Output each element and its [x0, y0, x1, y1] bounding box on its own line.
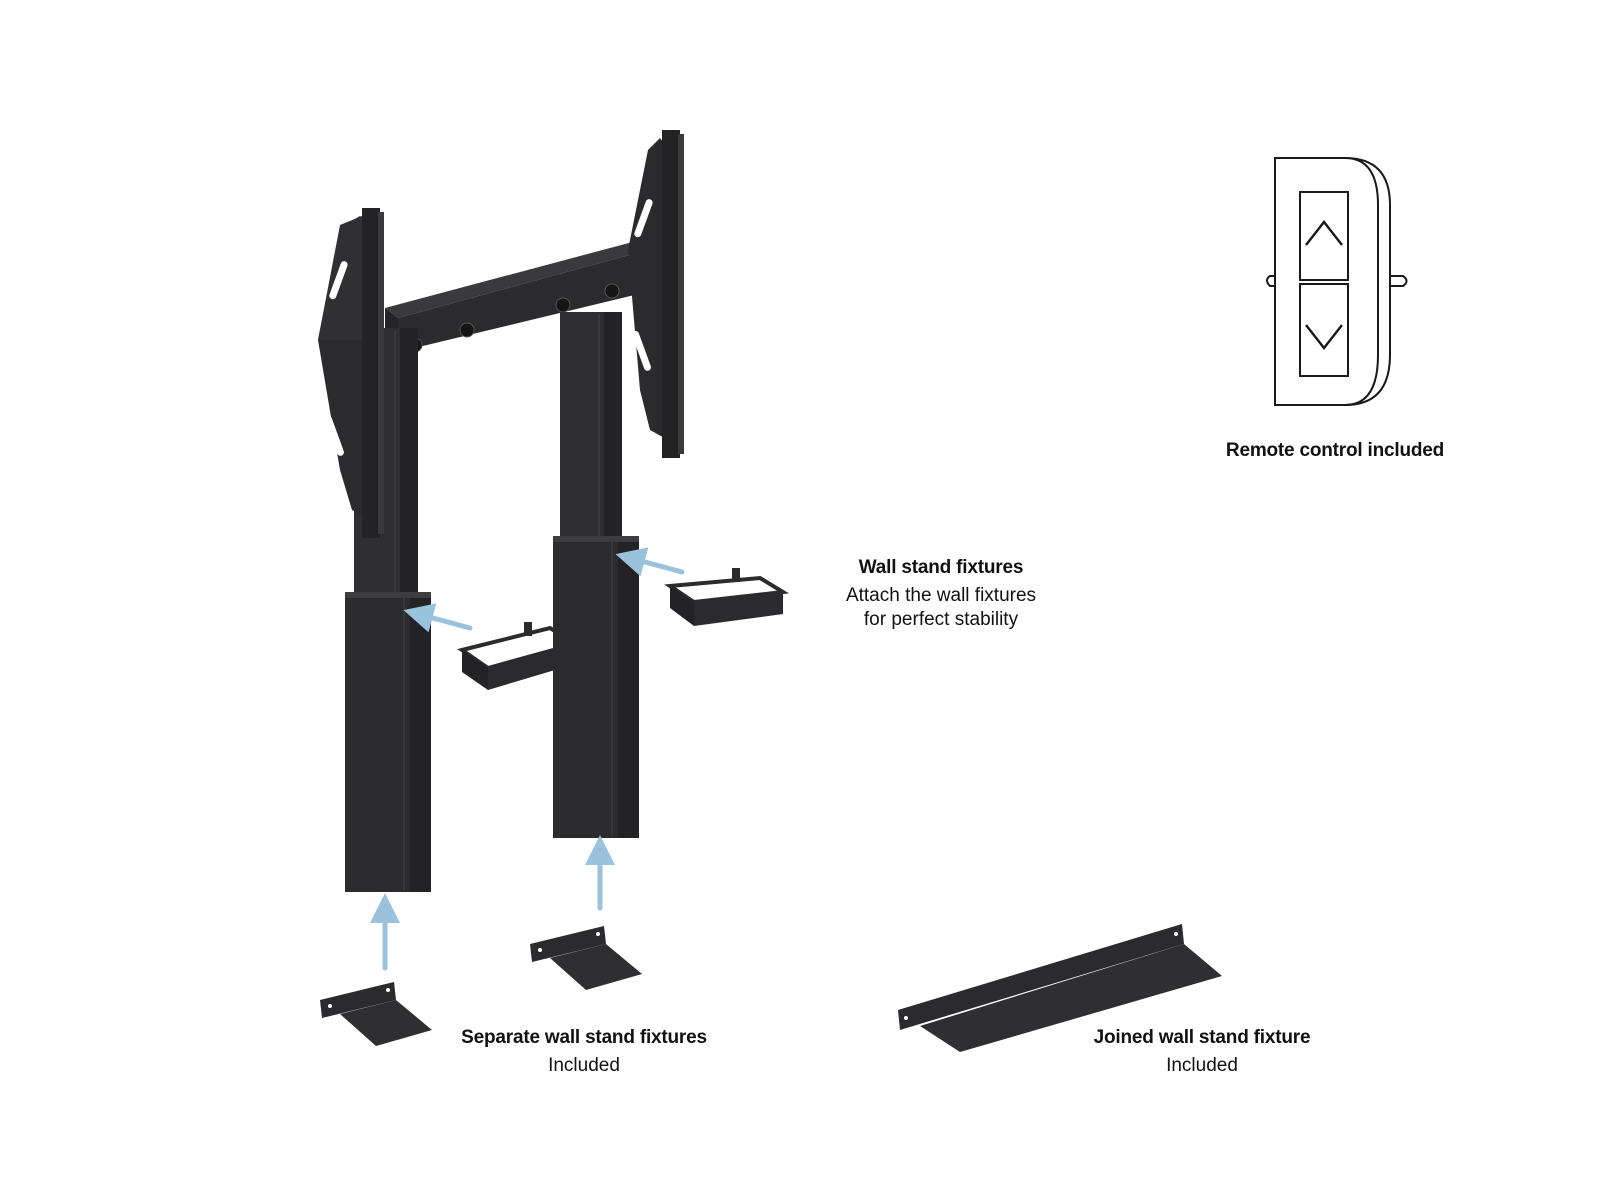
joined-fixture-caption: Joined wall stand fixture Included	[1094, 1027, 1311, 1078]
wall-fixture-right	[664, 568, 790, 626]
arrow-right-bracket	[615, 547, 685, 577]
assembly-arrows	[370, 547, 685, 971]
wall-fixtures-desc-line1: Attach the wall fixtures	[845, 585, 1037, 606]
arrow-left-bracket	[403, 603, 473, 633]
remote-control-icon	[1266, 157, 1408, 406]
right-column	[553, 312, 639, 838]
chevron-up-icon	[1305, 220, 1343, 246]
remote-control-caption: Remote control included	[1226, 440, 1444, 462]
wall-fixtures-title: Wall stand fixtures	[858, 557, 1024, 578]
right-mounting-plate	[628, 130, 684, 458]
separate-fixtures-caption: Separate wall stand fixtures Included	[461, 1027, 707, 1078]
left-mounting-plate	[318, 208, 384, 538]
separate-fixtures-sub: Included	[548, 1055, 620, 1076]
separate-fixtures-title: Separate wall stand fixtures	[461, 1027, 707, 1048]
joined-fixture-title: Joined wall stand fixture	[1093, 1027, 1311, 1048]
chevron-down-icon	[1305, 324, 1343, 350]
separate-fixture-left	[320, 982, 432, 1046]
joined-fixture-sub: Included	[1166, 1055, 1238, 1076]
separate-fixture-right	[530, 926, 642, 990]
joined-fixture	[898, 924, 1222, 1052]
wall-fixtures-caption: Wall stand fixtures Attach the wall fixt…	[846, 557, 1036, 632]
remote-control-title: Remote control included	[1225, 440, 1445, 461]
left-column	[345, 328, 431, 892]
wall-fixtures-desc-line2: for perfect stability	[863, 609, 1019, 630]
wall-fixture-left	[457, 622, 580, 690]
motorized-wall-stand	[318, 130, 684, 892]
